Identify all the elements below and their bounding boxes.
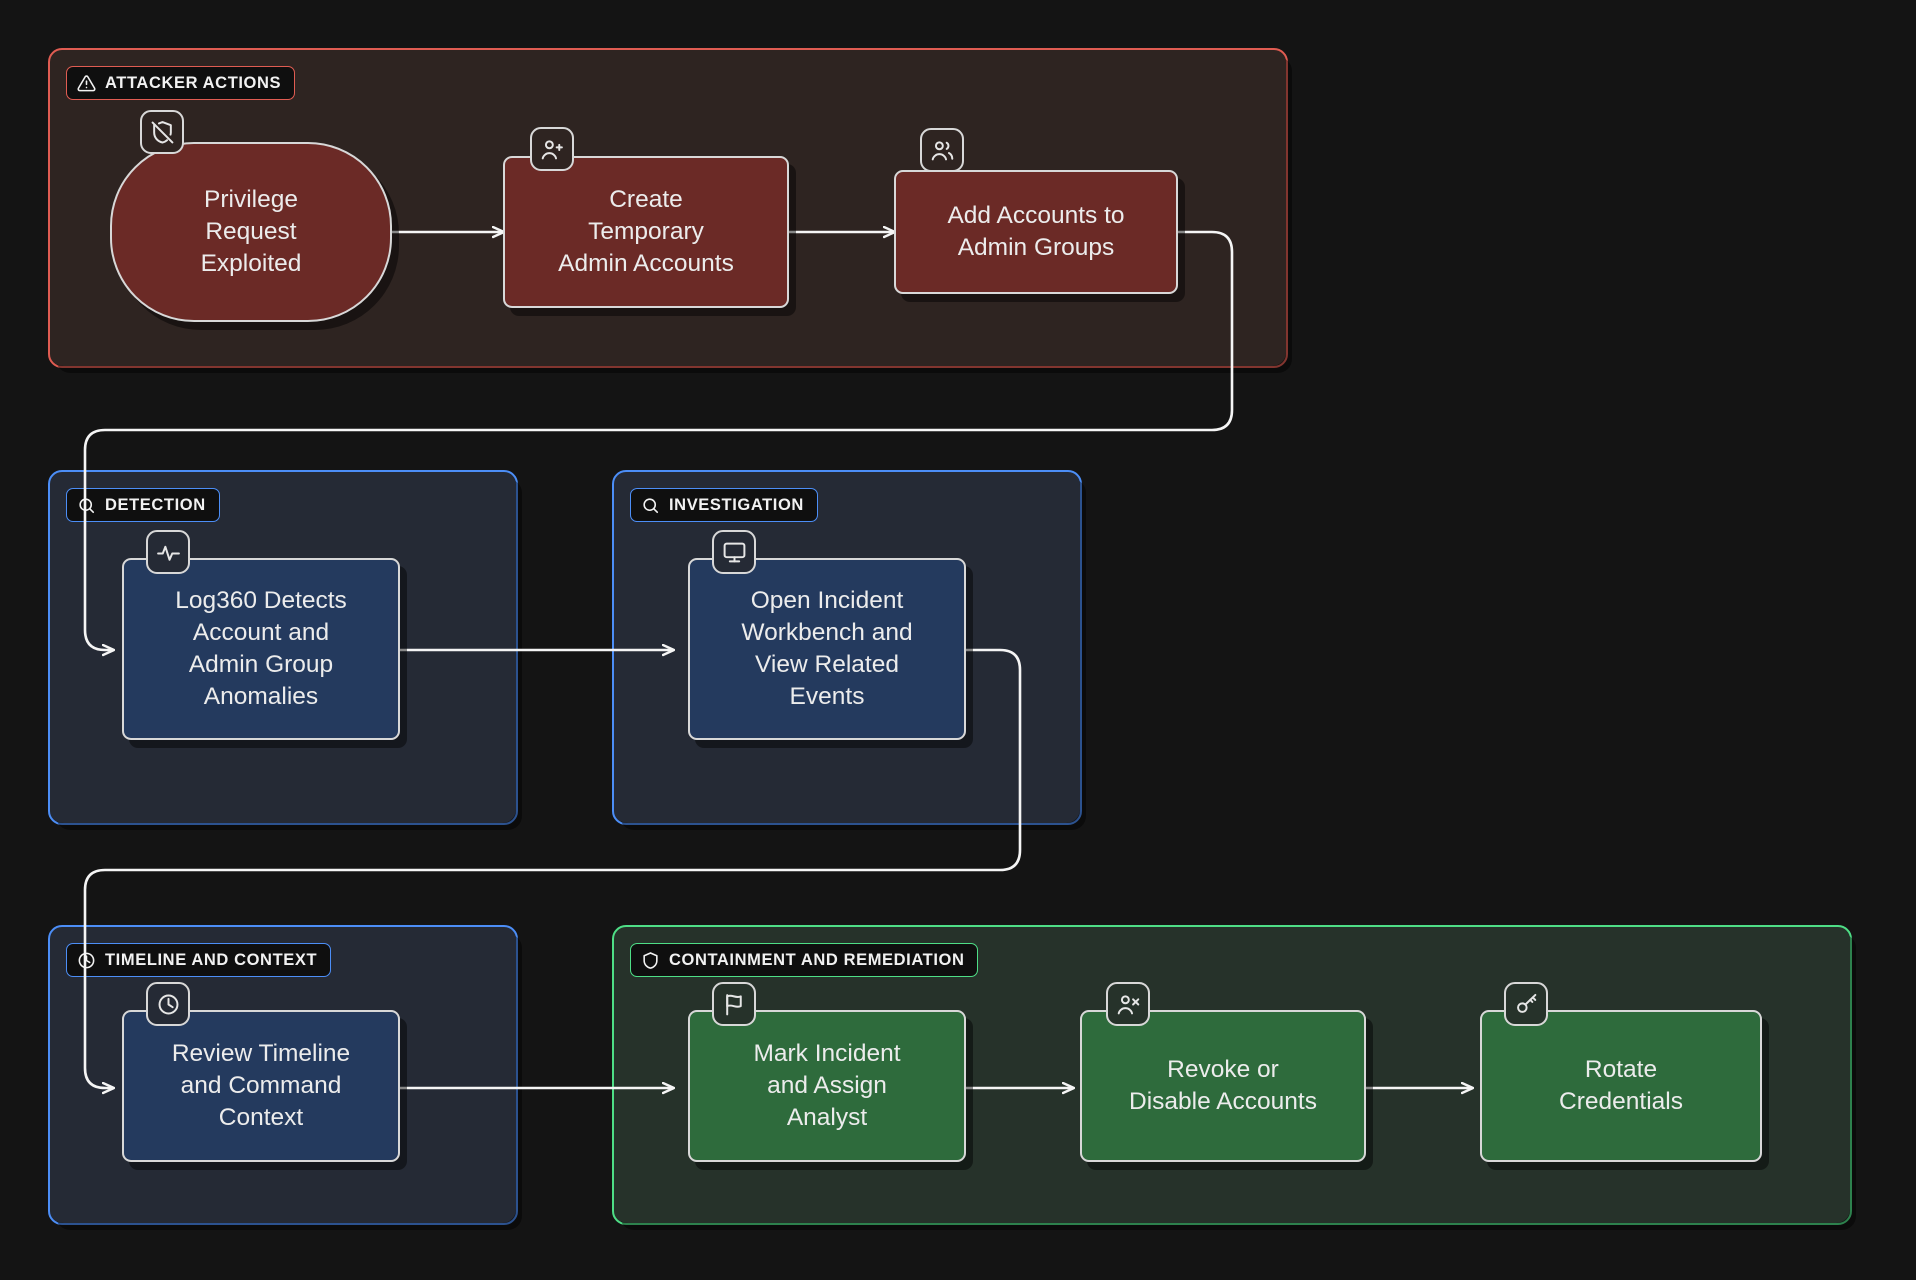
section-label-timeline-and-context: TIMELINE AND CONTEXT xyxy=(66,943,332,977)
users-icon xyxy=(920,128,964,172)
section-label-containment-and-remediation: CONTAINMENT AND REMEDIATION xyxy=(630,943,979,977)
node-open-incident-workbench[interactable]: Open Incident Workbench and View Related… xyxy=(688,558,966,740)
search-icon xyxy=(641,496,660,515)
section-label-attacker-actions: ATTACKER ACTIONS xyxy=(66,66,296,100)
activity-icon xyxy=(146,530,190,574)
section-label-text: TIMELINE AND CONTEXT xyxy=(105,950,318,969)
section-label-text: INVESTIGATION xyxy=(669,495,804,514)
node-create-temporary-admin-accounts[interactable]: Create Temporary Admin Accounts xyxy=(503,156,789,308)
shield-icon xyxy=(641,951,660,970)
node-rotate-credentials[interactable]: Rotate Credentials xyxy=(1480,1010,1762,1162)
key-icon xyxy=(1504,982,1548,1026)
node-add-accounts-to-admin-groups[interactable]: Add Accounts to Admin Groups xyxy=(894,170,1178,294)
section-label-investigation: INVESTIGATION xyxy=(630,488,818,522)
alert-triangle-icon xyxy=(77,74,96,93)
flag-icon xyxy=(712,982,756,1026)
user-plus-icon xyxy=(530,127,574,171)
user-x-icon xyxy=(1106,982,1150,1026)
node-log360-detects-anomalies[interactable]: Log360 Detects Account and Admin Group A… xyxy=(122,558,400,740)
section-label-text: DETECTION xyxy=(105,495,206,514)
monitor-icon xyxy=(712,530,756,574)
clock-icon xyxy=(146,982,190,1026)
node-revoke-or-disable-accounts[interactable]: Revoke or Disable Accounts xyxy=(1080,1010,1366,1162)
node-review-timeline-and-command-context[interactable]: Review Timeline and Command Context xyxy=(122,1010,400,1162)
clock-icon xyxy=(77,951,96,970)
section-label-text: ATTACKER ACTIONS xyxy=(105,73,282,92)
node-privilege-request-exploited[interactable]: Privilege Request Exploited xyxy=(110,142,392,322)
section-label-text: CONTAINMENT AND REMEDIATION xyxy=(669,950,965,969)
shield-off-icon xyxy=(140,110,184,154)
search-icon xyxy=(77,496,96,515)
node-mark-incident-and-assign-analyst[interactable]: Mark Incident and Assign Analyst xyxy=(688,1010,966,1162)
section-label-detection: DETECTION xyxy=(66,488,220,522)
